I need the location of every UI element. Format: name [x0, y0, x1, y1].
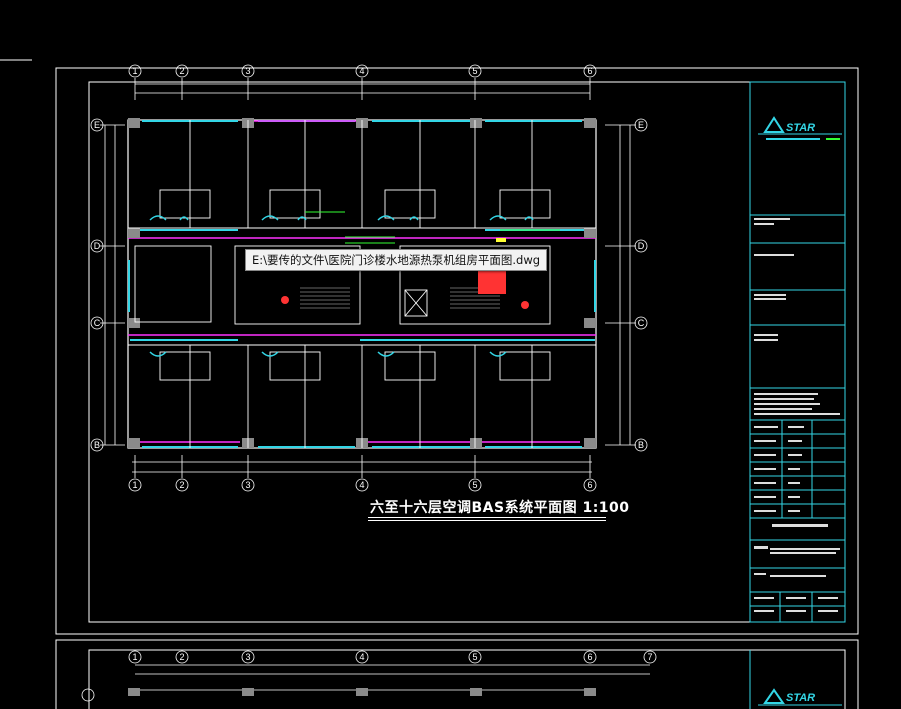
grid-label-bottom-1: 1 — [132, 480, 138, 490]
drawing-title: 六至十六层空调BAS系统平面图 1:100 — [370, 500, 630, 516]
top-dimension-line — [128, 64, 597, 100]
floor-plan — [127, 118, 597, 449]
grid-label-bottom-4: 4 — [359, 480, 365, 490]
sheet2-grid-label-2: 2 — [179, 652, 185, 662]
grid-label-row-e-left: E — [93, 120, 100, 130]
grid-label-row-d-left: D — [93, 241, 101, 251]
grid-label-row-c-left: C — [93, 318, 101, 328]
grid-label-top-3: 3 — [245, 66, 251, 76]
grid-label-row-b-left: B — [93, 440, 100, 450]
grid-label-top-2: 2 — [179, 66, 185, 76]
sheet2-grid-label-6: 6 — [587, 652, 593, 662]
grid-label-row-e-right: E — [637, 120, 644, 130]
sheet2-grid-label-1: 1 — [132, 652, 138, 662]
title-block — [749, 81, 846, 623]
company-logo-text: STAR — [786, 122, 816, 134]
second-sheet-outer-frame — [55, 639, 859, 709]
sheet2-grid-label-5: 5 — [472, 652, 478, 662]
left-dimension-line — [90, 118, 648, 452]
grid-label-row-d-right: D — [637, 241, 645, 251]
second-sheet-inner-frame — [88, 649, 846, 709]
sheet2-grid-label-7: 7 — [647, 652, 653, 662]
sheet2-company-logo-text: STAR — [786, 692, 816, 704]
grid-label-top-4: 4 — [359, 66, 365, 76]
bottom-dimension-line — [128, 455, 597, 492]
title-underline-double — [368, 520, 606, 521]
grid-label-top-1: 1 — [132, 66, 138, 76]
grid-label-bottom-5: 5 — [472, 480, 478, 490]
grid-label-top-5: 5 — [472, 66, 478, 76]
grid-label-top-6: 6 — [587, 66, 593, 76]
title-underline — [368, 517, 606, 518]
file-path-tooltip: E:\要传的文件\医院门诊楼水地源热泵机组房平面图.dwg — [245, 249, 548, 271]
company-logo-icon — [763, 116, 785, 133]
grid-label-bottom-2: 2 — [179, 480, 185, 490]
grid-label-bottom-6: 6 — [587, 480, 593, 490]
sheet2-grid-label-3: 3 — [245, 652, 251, 662]
sheet2-grid-label-4: 4 — [359, 652, 365, 662]
grid-label-row-c-right: C — [637, 318, 645, 328]
grid-label-row-b-right: B — [637, 440, 644, 450]
grid-label-bottom-3: 3 — [245, 480, 251, 490]
sheet-outer-frame — [55, 67, 859, 635]
